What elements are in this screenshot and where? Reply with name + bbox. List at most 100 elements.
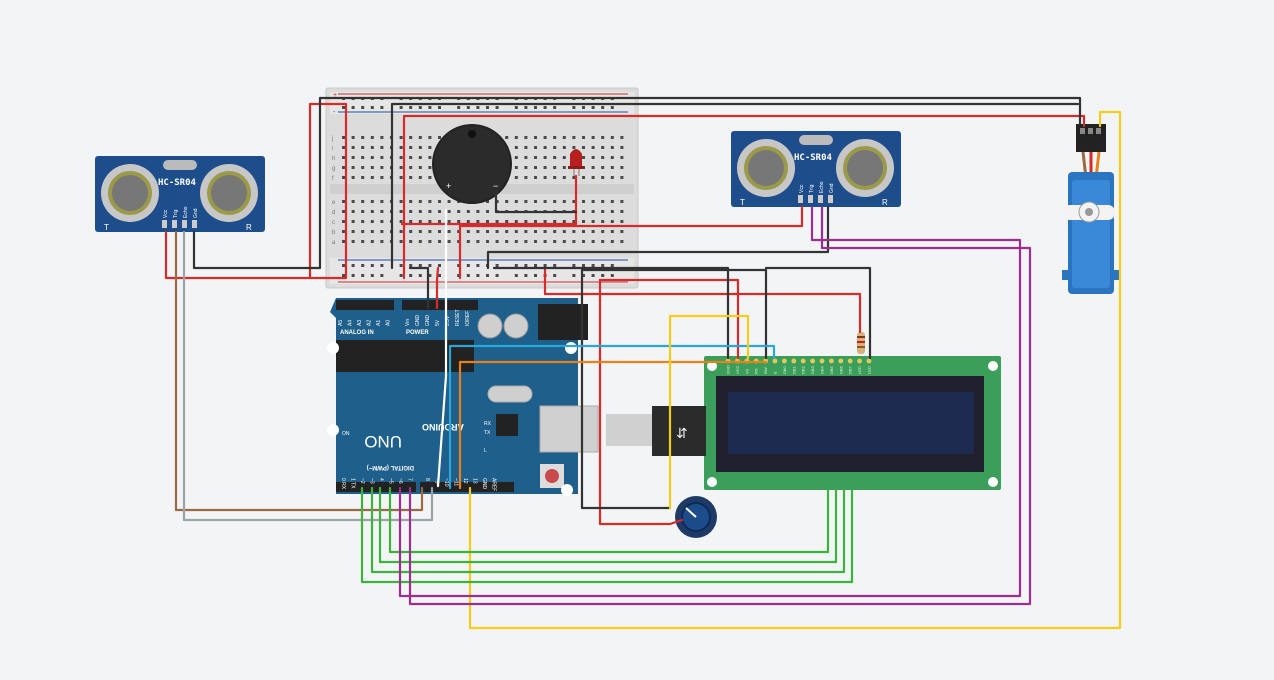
wire-green[interactable]	[370, 486, 846, 574]
breadboard-hole	[505, 136, 509, 139]
lcd-pin[interactable]	[782, 358, 787, 364]
wire-green[interactable]	[360, 486, 854, 584]
piezo-buzzer[interactable]: + −	[432, 124, 512, 204]
row-letter: j	[331, 136, 333, 142]
breadboard-hole	[361, 264, 365, 267]
wire-purple[interactable]	[408, 205, 1032, 606]
wire-white[interactable]	[436, 208, 448, 488]
lcd-pin[interactable]	[829, 358, 834, 364]
breadboard-hole	[361, 210, 365, 213]
breadboard-hole	[399, 106, 403, 109]
breadboard-hole	[428, 220, 432, 223]
breadboard-hole	[601, 230, 605, 233]
wire-blue[interactable]	[448, 344, 776, 490]
breadboard-hole	[351, 210, 355, 213]
wire-black[interactable]	[580, 268, 768, 360]
breadboard-hole	[418, 210, 422, 213]
breadboard-hole	[505, 240, 509, 243]
rail-plus-label: +	[333, 92, 337, 99]
wire-black[interactable]	[192, 96, 1082, 270]
wire-green[interactable]	[378, 486, 838, 564]
digital-label: DIGITAL (PWM~)	[367, 464, 414, 470]
breadboard-hole	[409, 230, 413, 233]
sonar-left[interactable]: HC-SR04 Vcc Trig Echo Gnd T R	[95, 156, 265, 232]
breadboard-hole	[428, 106, 432, 109]
lcd-pin[interactable]	[838, 358, 844, 364]
sonar-right[interactable]: HC-SR04 Vcc Trig Echo Gnd T R	[731, 131, 901, 207]
breadboard-hole	[418, 106, 422, 109]
breadboard-hole	[438, 210, 441, 213]
wire-black[interactable]	[486, 205, 830, 270]
lcd-pin[interactable]	[810, 358, 815, 364]
lcd-screen	[728, 392, 974, 454]
wire-brown[interactable]	[174, 230, 424, 512]
wire-green[interactable]	[388, 486, 830, 554]
lcd-pin-label: DB2	[801, 365, 806, 374]
arduino-uno[interactable]: UNO ARDUINO ANALOG IN POWER DIGITAL (PWM…	[327, 298, 599, 496]
breadboard-hole	[438, 230, 441, 233]
reset-button[interactable]	[545, 469, 559, 483]
lcd-pin-label: VCC	[735, 365, 740, 374]
wire-red[interactable]	[400, 174, 578, 226]
wire-red[interactable]	[543, 266, 862, 334]
breadboard-hole	[610, 240, 614, 243]
breadboard-hole	[466, 210, 470, 213]
breadboard-hole	[351, 274, 355, 277]
wire-gray[interactable]	[182, 230, 434, 522]
wire-red[interactable]	[598, 278, 740, 360]
resistor[interactable]	[857, 332, 865, 354]
wire-red[interactable]	[598, 278, 684, 526]
lcd-pin[interactable]	[772, 358, 778, 364]
servo[interactable]	[1062, 124, 1120, 294]
sonar-right-r: R	[882, 198, 888, 207]
breadboard-hole	[466, 264, 470, 267]
breadboard-hole	[399, 136, 403, 139]
wire-red[interactable]	[164, 102, 348, 280]
breadboard-hole	[370, 264, 374, 267]
breadboard-hole	[457, 230, 461, 233]
buzzer-minus: −	[493, 181, 498, 191]
breadboard-hole	[380, 106, 384, 109]
wire-black[interactable]	[580, 268, 672, 510]
lcd-pin[interactable]	[866, 358, 872, 364]
breadboard-hole	[601, 274, 605, 277]
wire-red[interactable]	[402, 114, 1086, 280]
breadboard-hole	[620, 230, 624, 233]
lcd-pin[interactable]	[819, 358, 825, 364]
wire-black[interactable]	[492, 266, 730, 360]
led[interactable]	[568, 149, 584, 176]
wire-black[interactable]	[408, 266, 430, 310]
wire-red[interactable]	[435, 266, 440, 310]
breadboard-hole	[361, 220, 365, 223]
breadboard-hole	[601, 200, 605, 203]
wire-black[interactable]	[390, 102, 1080, 270]
breadboard-hole	[620, 210, 624, 213]
wire-black[interactable]	[764, 266, 872, 360]
breadboard-hole	[370, 166, 374, 169]
breadboard-hole	[380, 136, 384, 139]
wire-orange[interactable]	[458, 360, 768, 490]
wire-purple[interactable]	[398, 205, 1022, 598]
lcd-pin[interactable]	[847, 358, 853, 364]
breadboard-hole	[601, 210, 605, 213]
lcd-pin[interactable]	[800, 358, 806, 364]
breadboard-hole	[534, 264, 537, 267]
usb-cable[interactable]: ⇵	[606, 406, 706, 456]
breadboard-hole	[342, 156, 345, 159]
breadboard-hole	[438, 264, 441, 267]
breadboard-hole	[399, 146, 403, 149]
lcd-pin[interactable]	[791, 358, 797, 364]
breadboard-hole	[380, 210, 384, 213]
breadboard-hole	[447, 200, 451, 203]
wire-black[interactable]	[494, 190, 578, 214]
breadboard-hole	[380, 240, 384, 243]
breadboard-hole	[476, 210, 480, 213]
wire-yellow[interactable]	[668, 314, 750, 510]
ultrasonic-sensor-icon	[799, 135, 833, 145]
lcd-pin[interactable]	[857, 358, 862, 364]
potentiometer[interactable]	[675, 496, 717, 538]
wire-red[interactable]	[458, 205, 804, 280]
breadboard-hole	[534, 220, 537, 223]
breadboard-hole	[534, 176, 537, 179]
